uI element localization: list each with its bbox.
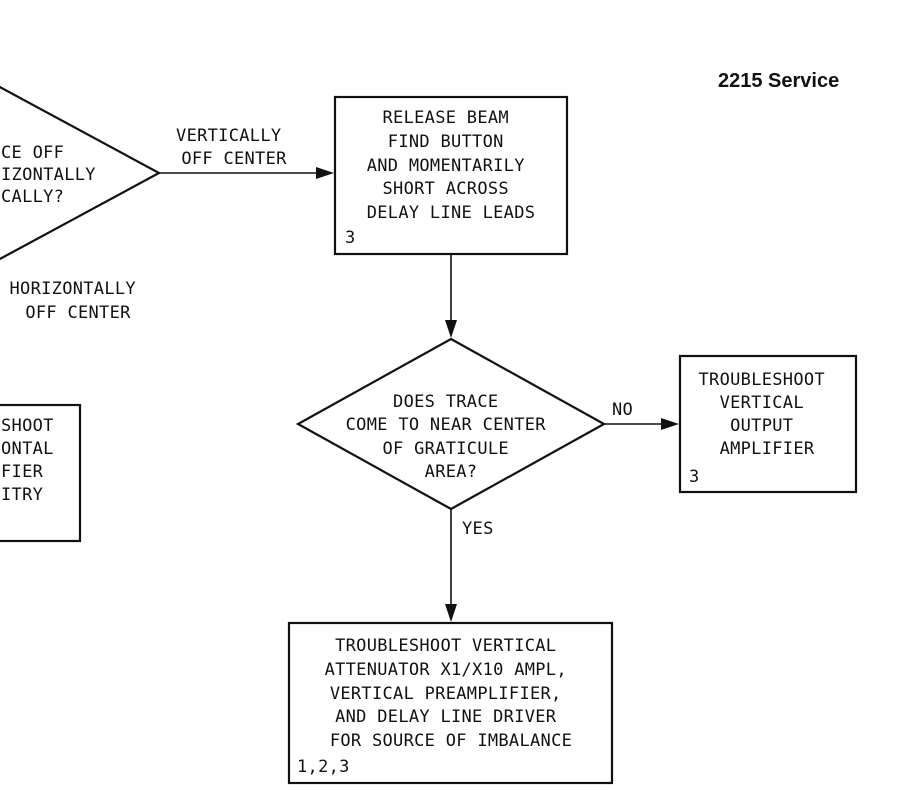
edge-vert-line-2: OFF CENTER xyxy=(181,149,287,169)
page-header: 2215 Service xyxy=(718,70,839,92)
process-troubleshoot-horizontal xyxy=(0,403,82,543)
vertical-output-line-4: AMPLIFIER xyxy=(720,439,815,459)
release-beam-line-4: SHORT ACROSS xyxy=(383,179,509,199)
decision-2-line-2: COME TO NEAR CENTER xyxy=(346,415,547,435)
attenuator-line-5: FOR SOURCE OF IMBALANCE xyxy=(330,731,572,751)
release-beam-line-1: RELEASE BEAM xyxy=(383,108,509,128)
arrowhead-to-decision-center xyxy=(445,320,457,338)
decision-2-line-1: DOES TRACE xyxy=(393,392,498,412)
attenuator-line-2: ATTENUATOR X1/X10 AMPL, xyxy=(325,660,567,680)
edge-horiz-line-2: OFF CENTER xyxy=(25,303,131,323)
decision-2-line-3: OF GRATICULE xyxy=(383,439,509,459)
decision-2-line-4: AREA? xyxy=(425,462,478,482)
vertical-output-line-1: TROUBLESHOOT xyxy=(699,370,825,390)
horizontal-line-4: ITRY xyxy=(1,485,43,505)
release-beam-line-3: AND MOMENTARILY xyxy=(367,156,525,176)
edge-label-yes: YES xyxy=(462,519,494,539)
vertical-output-line-3: OUTPUT xyxy=(730,416,793,436)
vertical-attenuator-text: TROUBLESHOOT VERTICAL ATTENUATOR X1/X10 … xyxy=(325,636,578,751)
decision-1-line-2: IZONTALLY xyxy=(1,165,96,185)
arrowhead-to-vertical-output xyxy=(661,418,679,430)
decision-1-line-1: CE OFF xyxy=(1,143,64,163)
attenuator-line-1: TROUBLESHOOT VERTICAL xyxy=(335,636,556,656)
release-beam-line-2: FIND BUTTON xyxy=(388,132,504,152)
vertical-output-text: TROUBLESHOOT VERTICAL OUTPUT AMPLIFIER xyxy=(699,370,836,459)
horizontal-line-1: SHOOT xyxy=(1,416,54,436)
horizontal-line-3: FIER xyxy=(1,462,44,482)
edge-label-no: NO xyxy=(612,400,633,420)
edge-label-vertically-off-center: VERTICALLY OFF CENTER xyxy=(176,126,292,169)
process-troubleshoot-vertical-output xyxy=(678,354,858,494)
release-beam-line-5: DELAY LINE LEADS xyxy=(367,203,536,223)
decision-trace-off-center xyxy=(0,85,162,261)
process-troubleshoot-vertical-attenuator xyxy=(287,621,614,785)
release-beam-text: RELEASE BEAM FIND BUTTON AND MOMENTARILY… xyxy=(367,108,536,223)
attenuator-line-3: VERTICAL PREAMPLIFIER, xyxy=(330,684,562,704)
vertical-output-ref: 3 xyxy=(689,467,700,487)
decision-center-text: DOES TRACE COME TO NEAR CENTER OF GRATIC… xyxy=(346,392,557,482)
edge-horiz-line-1: HORIZONTALLY xyxy=(10,279,136,299)
horizontal-text: SHOOT ONTAL FIER ITRY xyxy=(1,416,64,505)
vertical-output-line-2: VERTICAL xyxy=(720,393,804,413)
vertical-attenuator-ref: 1,2,3 xyxy=(297,757,350,777)
decision-trace-off-center-text: CE OFF IZONTALLY CALLY? xyxy=(1,143,106,207)
arrowhead-to-release-beam xyxy=(316,167,334,179)
edge-vert-line-1: VERTICALLY xyxy=(176,126,281,146)
horizontal-line-2: ONTAL xyxy=(1,439,54,459)
arrowhead-to-vertical-attenuator xyxy=(445,604,457,622)
edge-label-horizontally-off-center: HORIZONTALLY OFF CENTER xyxy=(10,279,147,323)
attenuator-line-4: AND DELAY LINE DRIVER xyxy=(335,707,557,727)
release-beam-ref: 3 xyxy=(345,228,356,248)
decision-1-line-3: CALLY? xyxy=(1,187,64,207)
process-release-beam xyxy=(333,95,569,256)
